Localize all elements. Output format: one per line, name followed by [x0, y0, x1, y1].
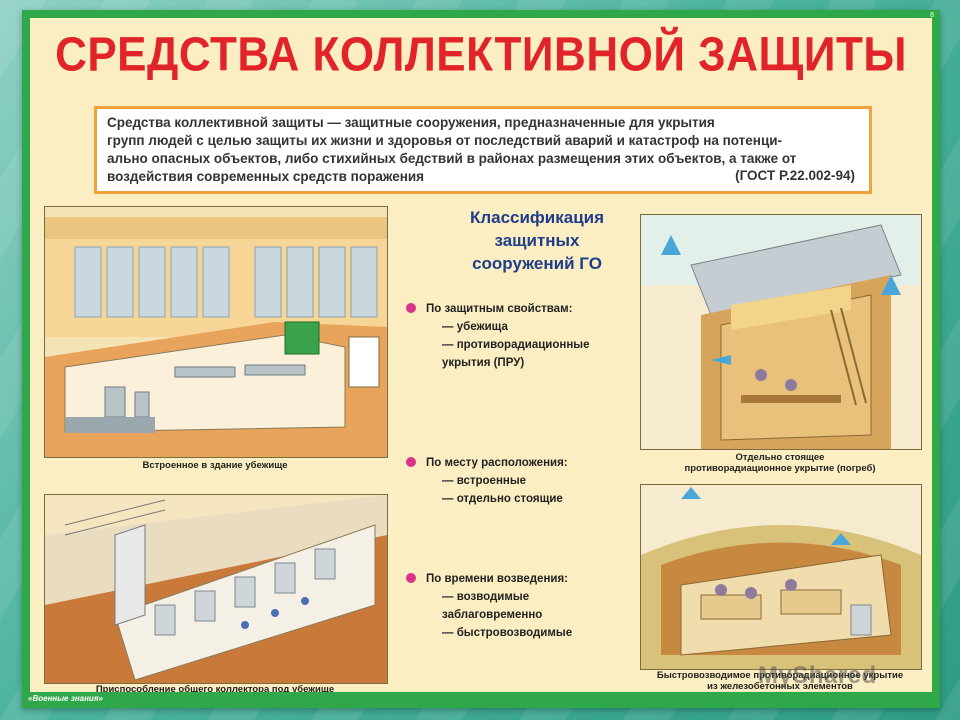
caption-quick-shelter: Быстровозводимое противорадиационное укр… — [640, 670, 920, 692]
category-protective-properties: По защитным свойствам: — убежища — проти… — [406, 300, 590, 372]
publisher-label: «Военные знания» — [28, 694, 103, 703]
poster-frame: 8 СРЕДСТВА КОЛЛЕКТИВНОЙ ЗАЩИТЫ Средства … — [22, 10, 940, 708]
gost-reference: (ГОСТ Р.22.002-94) — [735, 168, 855, 183]
caption-line: из железобетонных элементов — [707, 681, 853, 692]
classification-block: Классификация защитных сооружений ГО По … — [402, 206, 642, 676]
category-item: — быстровозводимые — [442, 627, 573, 639]
caption-collector-shelter: Приспособление общего коллектора под убе… — [95, 684, 335, 695]
category-item: — убежища — [442, 321, 508, 333]
definition-line: ально опасных объектов, либо стихийных б… — [107, 151, 797, 166]
category-heading: По защитным свойствам: — [406, 300, 590, 318]
caption-line: Быстровозводимое противорадиационное укр… — [656, 670, 904, 681]
category-item: — встроенные — [442, 475, 527, 487]
definition-box: Средства коллективной защиты — защитные … — [94, 106, 872, 194]
poster-body: СРЕДСТВА КОЛЛЕКТИВНОЙ ЗАЩИТЫ Средства ко… — [30, 18, 932, 700]
definition-line: групп людей с целью защиты их жизни и зд… — [107, 133, 783, 148]
category-item: заблаговременно — [442, 609, 543, 621]
category-item: — отдельно стоящие — [442, 493, 563, 505]
poster-title: СРЕДСТВА КОЛЛЕКТИВНОЙ ЗАЩИТЫ — [55, 27, 907, 82]
classification-title: Классификация защитных сооружений ГО — [432, 206, 642, 275]
category-item: — возводимые — [442, 591, 530, 603]
poster-number: 8 — [930, 12, 934, 19]
category-heading: По месту расположения: — [406, 454, 568, 472]
definition-line: Средства коллективной защиты — защитные … — [107, 115, 715, 130]
classification-title-line: сооружений ГО — [472, 254, 602, 273]
classification-title-line: Классификация — [469, 208, 605, 227]
illustration-quick-shelter — [640, 484, 922, 670]
category-heading: По времени возведения: — [406, 570, 572, 588]
illustration-built-in-shelter — [44, 206, 388, 458]
watermark: MyShared — [758, 662, 877, 689]
caption-cellar-shelter: Отдельно стоящее противорадиационное укр… — [640, 452, 920, 474]
category-item: укрытия (ПРУ) — [442, 357, 525, 369]
category-location: По месту расположения: — встроенные — от… — [406, 454, 568, 508]
definition-line: воздействия современных средств поражени… — [107, 169, 425, 184]
illustration-cellar-shelter — [640, 214, 922, 450]
publisher-bar: «Военные знания» — [22, 692, 940, 708]
classification-title-line: защитных — [494, 231, 580, 250]
category-item: — противорадиационные — [442, 339, 590, 351]
caption-line: противорадиационное укрытие (погреб) — [684, 463, 876, 474]
illustration-collector-shelter — [44, 494, 388, 684]
caption-line: Отдельно стоящее — [735, 452, 825, 463]
caption-built-in-shelter: Встроенное в здание убежище — [142, 460, 288, 471]
category-construction-time: По времени возведения: — возводимые забл… — [406, 570, 572, 642]
